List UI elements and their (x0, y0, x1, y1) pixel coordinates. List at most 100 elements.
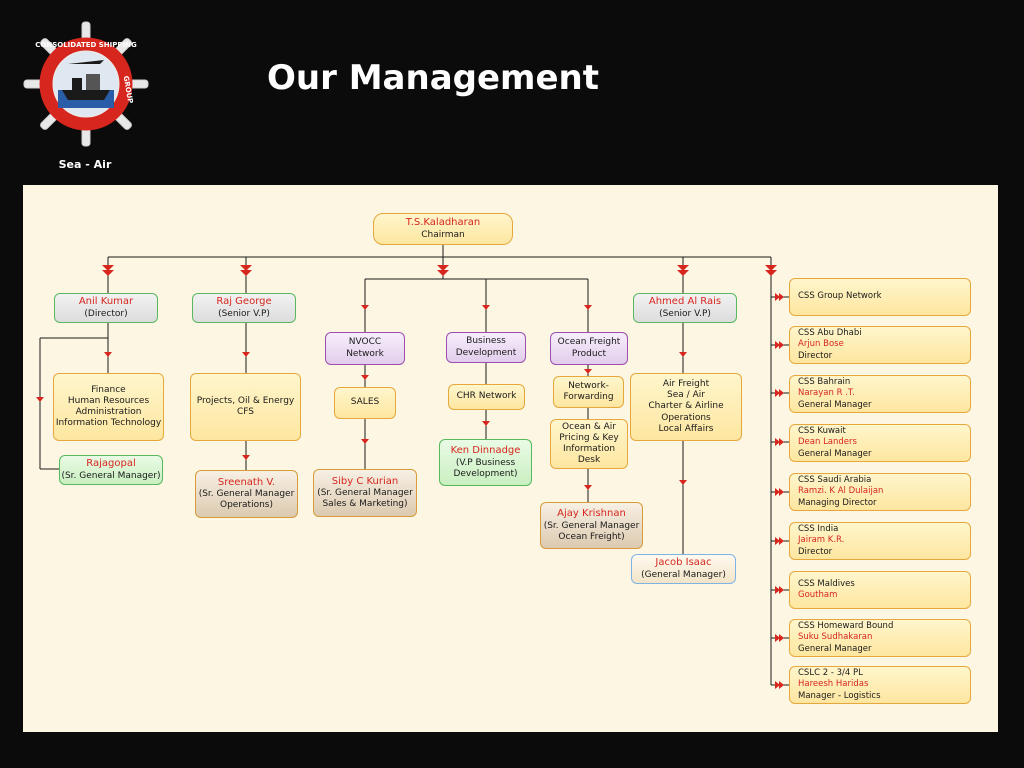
siby-title: (Sr. General Manager (317, 488, 413, 498)
sreenath-title: (Sr. General Manager (198, 489, 295, 499)
dept-line: Air Freight (662, 378, 710, 389)
office-manager: Suku Sudhakaran (798, 632, 873, 643)
chr-network-node: CHR Network (448, 384, 525, 410)
chairman-name: T.S.Kaladharan (405, 217, 481, 229)
svp-node: Raj George (Senior V.P) (192, 293, 296, 323)
nvocc-line: Network (346, 348, 384, 359)
director-name: Anil Kumar (78, 296, 134, 308)
sales-node: SALES (334, 387, 396, 419)
nvocc-node: NVOCC Network (325, 332, 405, 365)
network-office-cslc: CSLC 2 - 3/4 PL Hareesh Haridas Manager … (789, 666, 971, 704)
rajagopal-node: Rajagopal (Sr. General Manager) (59, 455, 163, 485)
ken-title-2: Development) (453, 468, 518, 479)
office-manager: Dean Landers (798, 437, 857, 448)
dept-line: Administration (75, 407, 142, 417)
office-role: Managing Director (798, 497, 877, 508)
office-manager: Goutham (798, 590, 838, 600)
jacob-name: Jacob Isaac (655, 557, 712, 569)
office-name: CSS Homeward Bound (798, 621, 894, 632)
ocean-freight-node: Ocean Freight Product (550, 332, 628, 365)
pricing-line: Ocean & Air (562, 421, 616, 432)
ken-node: Ken Dinnadge (V.P Business Development) (439, 439, 532, 486)
rajagopal-name: Rajagopal (86, 458, 136, 470)
director-dept-node: Finance Human Resources Administration I… (53, 373, 164, 441)
office-name: CSLC 2 - 3/4 PL (798, 668, 863, 679)
org-chart-connectors (36, 245, 789, 689)
chr-network-label: CHR Network (456, 391, 517, 402)
office-manager: Jairam K.R. (798, 535, 845, 546)
siby-node: Siby C Kurian (Sr. General Manager Sales… (313, 469, 417, 517)
bizdev-node: Business Development (446, 332, 526, 363)
ahmed-name: Ahmed Al Rais (648, 296, 722, 308)
ajay-name: Ajay Krishnan (557, 508, 626, 519)
bizdev-line: Development (455, 347, 517, 358)
siby-name: Siby C Kurian (331, 475, 399, 487)
dept-line: Sea / Air (667, 390, 705, 401)
office-name: CSS Maldives (798, 578, 855, 589)
sreenath-node: Sreenath V. (Sr. General Manager Operati… (195, 470, 298, 518)
ahmed-title: (Senior V.P) (659, 308, 711, 319)
network-office-bahrain: CSS Bahrain Narayan R .T. General Manage… (789, 375, 971, 413)
ofp-line: Product (571, 348, 607, 359)
svp-dept-node: Projects, Oil & Energy CFS (190, 373, 301, 441)
ship-wheel-logo-icon: CONSOLIDATED SHIPPING GROUP (23, 21, 149, 147)
network-office-group: CSS Group Network (789, 278, 971, 316)
dept-line: CFS (236, 407, 254, 417)
dept-line: Information Technology (55, 418, 162, 429)
jacob-title: (General Manager) (641, 569, 726, 580)
office-role: Director (798, 350, 833, 361)
ahmed-node: Ahmed Al Rais (Senior V.P) (633, 293, 737, 323)
sales-label: SALES (350, 397, 380, 408)
pricing-desk-node: Ocean & Air Pricing & Key Information De… (550, 419, 628, 469)
office-role: General Manager (798, 399, 872, 410)
office-name: CSS Abu Dhabi (798, 328, 862, 339)
network-office-saudi-arabia: CSS Saudi Arabia Ramzi. K Al Dulaijan Ma… (789, 473, 971, 511)
office-manager: Arjun Bose (798, 339, 844, 350)
dept-line: Human Resources (67, 395, 150, 406)
sreenath-name: Sreenath V. (217, 476, 276, 488)
network-office-abu-dhabi: CSS Abu Dhabi Arjun Bose Director (789, 326, 971, 364)
network-office-maldives: CSS Maldives Goutham (789, 571, 971, 609)
chairman-title: Chairman (421, 229, 465, 240)
ajay-title-2: Ocean Freight) (558, 531, 625, 542)
office-manager: Ramzi. K Al Dulaijan (798, 486, 884, 497)
network-forwarding-node: Network- Forwarding (553, 376, 624, 408)
pricing-line: Pricing & Key (559, 432, 619, 443)
pricing-line: Information Desk (562, 444, 616, 466)
chairman-node: T.S.Kaladharan Chairman (373, 213, 513, 245)
office-name: CSS Kuwait (798, 426, 846, 437)
ofp-line: Ocean Freight (557, 337, 621, 348)
ajay-title: (Sr. General Manager (543, 520, 640, 531)
svp-name: Raj George (216, 296, 272, 308)
office-manager: Hareesh Haridas (798, 679, 869, 690)
jacob-node: Jacob Isaac (General Manager) (631, 554, 736, 584)
dept-line: Charter & Airline Operations (648, 401, 724, 423)
ajay-node: Ajay Krishnan (Sr. General Manager Ocean… (540, 502, 643, 549)
office-name: CSS India (798, 524, 839, 535)
sreenath-title-2: Operations) (220, 500, 273, 511)
dept-line: Local Affairs (658, 423, 714, 434)
logo-tagline: Sea - Air (58, 158, 112, 171)
office-role: Manager - Logistics (798, 690, 881, 701)
office-name: CSS Bahrain (798, 377, 851, 388)
office-name: CSS Saudi Arabia (798, 475, 872, 486)
network-office-homeward-bound: CSS Homeward Bound Suku Sudhakaran Gener… (789, 619, 971, 657)
nf-line: Forwarding (563, 392, 614, 402)
ken-name: Ken Dinnadge (450, 445, 521, 456)
network-office-india: CSS India Jairam K.R. Director (789, 522, 971, 560)
logo-ring-text: CONSOLIDATED SHIPPING (35, 41, 137, 49)
page-title: Our Management (267, 58, 599, 98)
director-title: (Director) (84, 308, 128, 319)
nf-line: Network- (568, 380, 609, 391)
network-office-kuwait: CSS Kuwait Dean Landers General Manager (789, 424, 971, 462)
ken-title: (V.P Business (455, 457, 516, 468)
office-role: General Manager (798, 448, 872, 459)
nvocc-line: NVOCC (348, 337, 382, 348)
siby-title-2: Sales & Marketing) (322, 499, 408, 510)
office-role: Director (798, 546, 833, 557)
dept-line: Projects, Oil & Energy (196, 395, 295, 406)
dept-line: Finance (91, 384, 126, 395)
office-name: CSS Group Network (798, 291, 882, 302)
office-manager: Narayan R .T. (798, 388, 855, 399)
bizdev-line: Business (466, 336, 506, 347)
